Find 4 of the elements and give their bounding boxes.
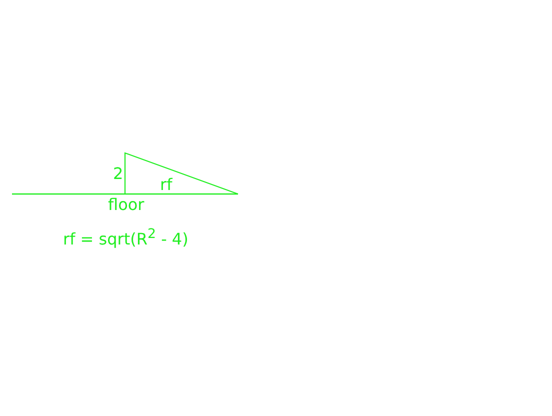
side-label: rf xyxy=(160,177,172,193)
height-label: 2 xyxy=(113,166,124,182)
floor-label: floor xyxy=(108,197,144,213)
formula: rf = sqrt(R$^{2}$ - 4) xyxy=(63,228,188,248)
